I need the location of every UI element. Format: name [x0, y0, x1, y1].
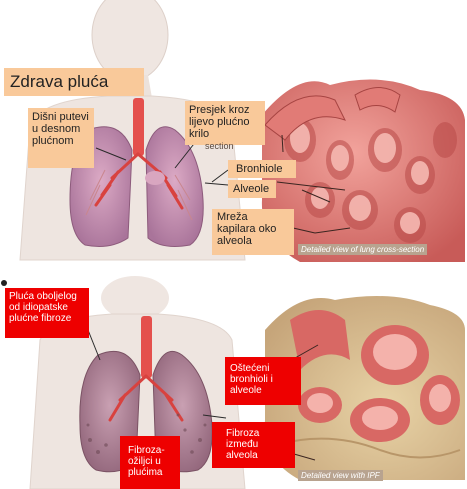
- label-damaged: Oštećeni bronhioli i alveole: [225, 357, 301, 405]
- label-capillaries: Mreža kapilara oko alveola: [212, 209, 294, 255]
- healthy-title: Zdrava pluća: [4, 68, 144, 96]
- fibrosis-title: Pluća oboljelog od idiopatske plućne fib…: [5, 288, 89, 338]
- label-section-fragment: section: [205, 140, 234, 152]
- label-alveoli: Alveole: [228, 180, 276, 198]
- caption-fibrosis: Detailed view with IPF: [298, 470, 383, 481]
- label-cross-section: Presjek kroz lijevo plućno krilo: [185, 101, 265, 145]
- label-between: Fibroza između alveola: [212, 422, 295, 468]
- bullet-dot: [1, 280, 7, 286]
- label-airways: Dišni putevi u desnom plućnom: [28, 108, 94, 168]
- caption-healthy: Detailed view of lung cross-section: [298, 244, 427, 255]
- label-scarring: Fibroza-ožiljci u plućima: [120, 436, 180, 489]
- label-bronchioles: Bronhiole: [228, 160, 296, 178]
